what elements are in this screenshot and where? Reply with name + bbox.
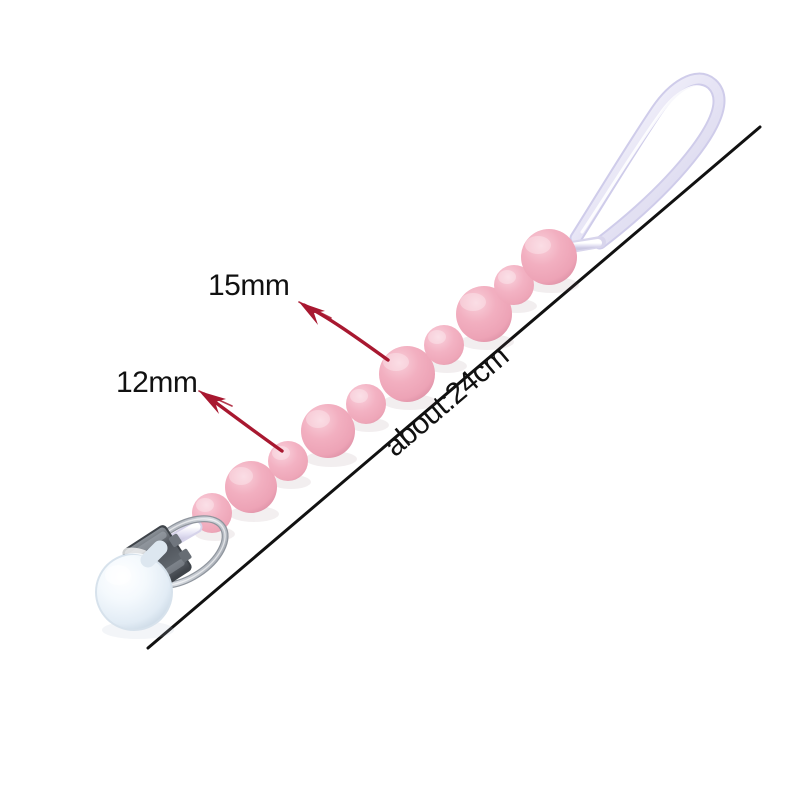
arrow-12mm — [198, 390, 284, 453]
measure-line — [146, 125, 762, 650]
label-bead-small-size: 12mm — [116, 366, 198, 399]
bead-large — [521, 229, 577, 285]
bead-small — [268, 441, 308, 481]
bead-small — [424, 325, 464, 365]
bead-chain — [192, 229, 577, 533]
cord-loop — [569, 72, 726, 250]
arrow-15mm — [298, 301, 390, 362]
bead-large — [225, 461, 277, 513]
bead-large — [301, 404, 355, 458]
bead-small — [494, 265, 534, 305]
bead-large — [456, 286, 512, 342]
label-bead-large-size: 15mm — [208, 269, 290, 302]
annotation-arrows — [198, 301, 390, 453]
bead-large — [379, 346, 435, 402]
pacifier-button — [95, 540, 174, 639]
bead-small — [346, 384, 386, 424]
